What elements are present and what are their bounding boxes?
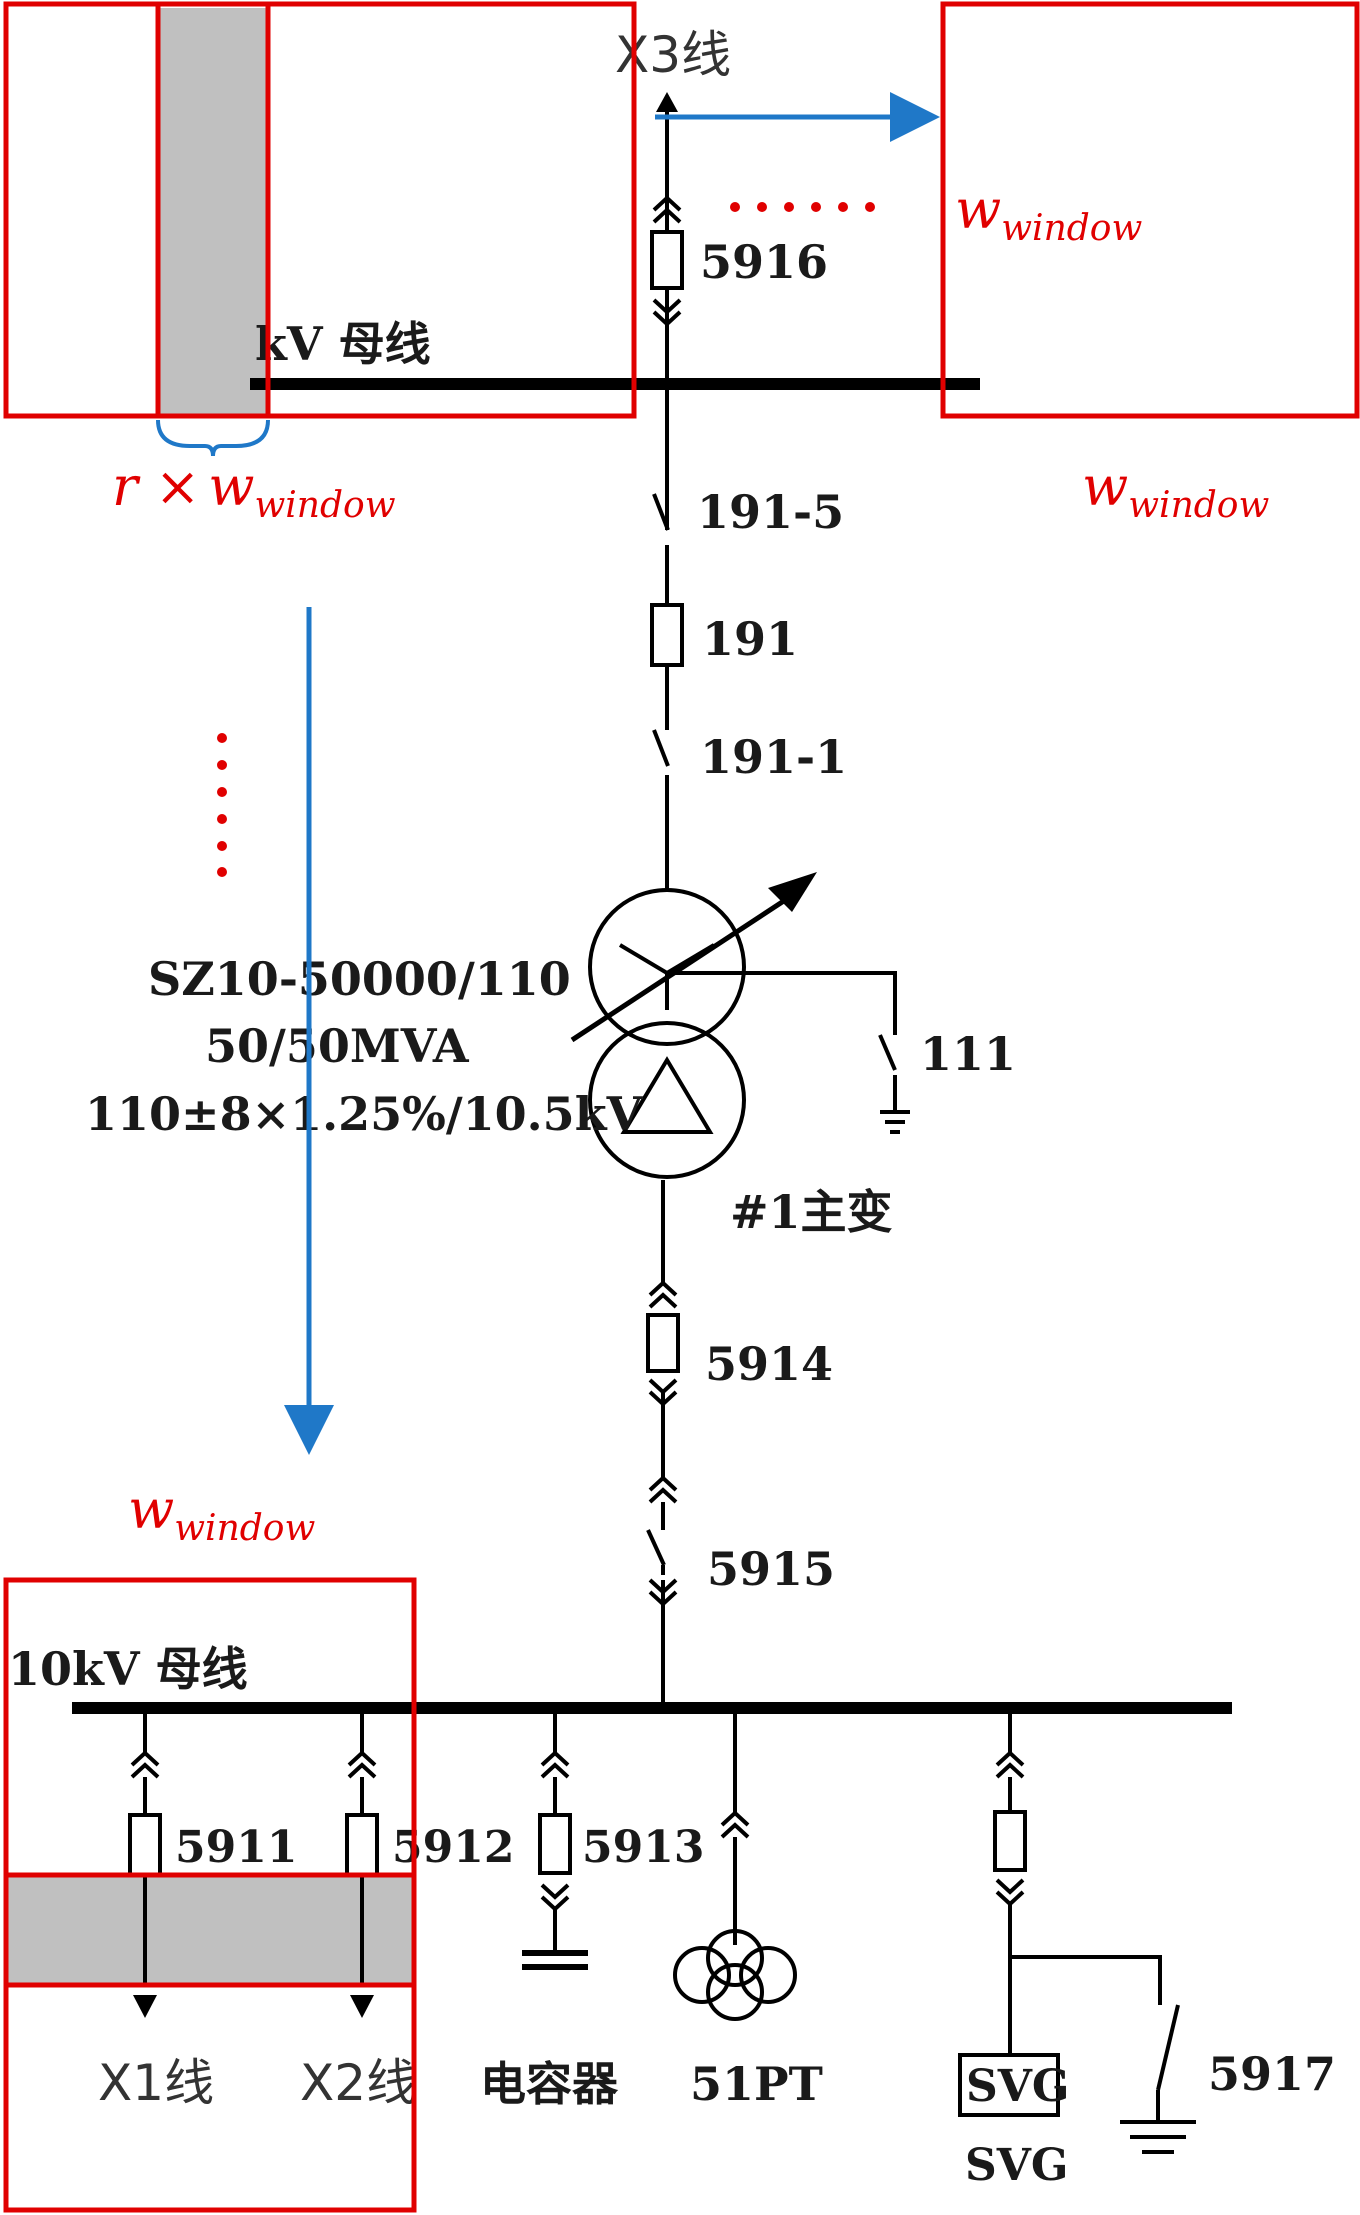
annotation-w-window-top-right: wwindow xyxy=(955,178,1142,249)
label-svg: SVG xyxy=(965,2140,1069,2191)
annotation-r-times-w-window: r ×wwindow xyxy=(112,455,396,526)
switch-5914-symbol xyxy=(646,1280,680,1407)
feeder-51pt-symbol xyxy=(673,1708,797,2021)
switch-5916-symbol xyxy=(650,195,684,327)
label-sw-5917: 5917 xyxy=(1208,2047,1336,2101)
label-51pt: 51PT xyxy=(690,2057,823,2111)
label-x2-line: X2线 xyxy=(300,2054,416,2112)
window-shifted-left xyxy=(155,1,271,419)
label-sw-5914: 5914 xyxy=(705,1337,833,1391)
label-sw-111: 111 xyxy=(920,1027,1016,1081)
window-shifted-down xyxy=(3,1872,417,1988)
feeder-5912-symbol xyxy=(345,1708,379,1985)
label-sw-191: 191 xyxy=(702,612,798,666)
x2-arrow-icon xyxy=(350,1995,374,2018)
label-sw-5916: 5916 xyxy=(700,235,828,289)
label-svg-box: SVG xyxy=(966,2061,1070,2112)
label-sw-191-5: 191-5 xyxy=(697,485,844,539)
tap-changer-arrow-icon xyxy=(768,872,817,912)
label-sw-5911: 5911 xyxy=(175,1822,297,1873)
overlap-shade-bottom xyxy=(6,1875,414,1985)
label-sw-5913: 5913 xyxy=(582,1822,704,1873)
feeder-svg-symbol xyxy=(958,1708,1196,2154)
label-sw-191-1: 191-1 xyxy=(700,730,847,784)
label-hv-busbar: kV 母线 xyxy=(255,317,431,371)
label-sw-5912: 5912 xyxy=(392,1822,514,1873)
switch-5915-symbol xyxy=(646,1475,678,1607)
label-transformer-model: SZ10-50000/110 xyxy=(148,952,571,1006)
window-top-left xyxy=(3,1,637,419)
overlap-brace-icon xyxy=(156,419,270,457)
overlap-shade-top xyxy=(158,8,268,416)
label-transformer-capacity: 50/50MVA xyxy=(205,1019,470,1073)
label-x1-line: X1线 xyxy=(98,2054,214,2112)
x3-arrow-icon xyxy=(656,92,678,112)
window-top-right xyxy=(940,1,1360,419)
sliding-windows xyxy=(3,1,1360,2213)
label-transformer-name: #1主变 xyxy=(730,1185,893,1239)
annotation-w-window-bottom: wwindow xyxy=(128,1478,315,1549)
feeder-5913-capacitor-symbol xyxy=(522,1708,588,1970)
label-capacitor: 电容器 xyxy=(480,2057,619,2111)
annotation-w-window-right: wwindow xyxy=(1082,455,1269,526)
transformer-1-symbol xyxy=(570,884,910,1179)
label-sw-5915: 5915 xyxy=(707,1542,835,1596)
x1-arrow-icon xyxy=(133,1995,157,2018)
continuation-dots-vertical xyxy=(217,733,227,877)
label-lv-busbar: 10kV 母线 xyxy=(8,1642,248,1696)
label-transformer-ratio: 110±8×1.25%/10.5kV xyxy=(85,1087,644,1141)
main-feeder xyxy=(650,110,684,1705)
continuation-dots-horizontal xyxy=(730,202,875,212)
